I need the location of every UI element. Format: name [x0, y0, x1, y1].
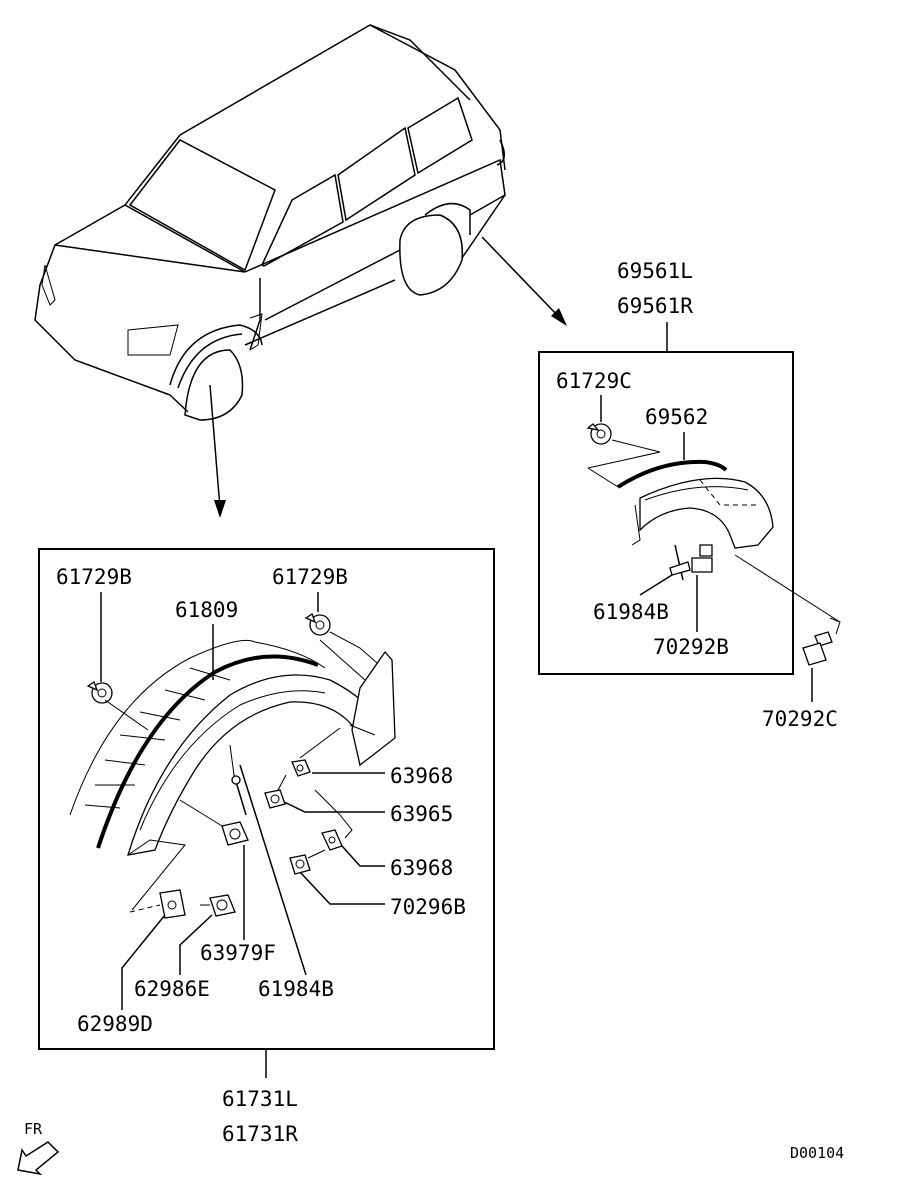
rear-assembly-group: 69561L 69561R 61729C 69562 61984B [538, 259, 794, 675]
diagram-code: D00104 [790, 1144, 844, 1162]
arrow-down-left-icon [17, 1141, 60, 1176]
label-70292c: 70292C [762, 707, 838, 731]
clip-61729c-icon [586, 423, 612, 445]
label-61729b-right: 61729B [272, 565, 348, 589]
clip-61729b-right-icon [304, 613, 331, 636]
label-63965: 63965 [390, 802, 453, 826]
label-61984b-front: 61984B [258, 977, 334, 1001]
tie-61984b-front-icon [229, 744, 247, 816]
screw-70292b-icon [691, 544, 713, 573]
label-70292b: 70292B [653, 635, 729, 659]
clip-63979f-icon [179, 799, 249, 846]
front-assembly-label-l: 61731L [222, 1087, 298, 1111]
direction-indicator: FR [17, 1120, 60, 1176]
label-61809: 61809 [175, 598, 238, 622]
retainer-63968-lower-icon [314, 789, 353, 851]
leader-arrows [209, 236, 567, 518]
retainer-63968-upper-icon [291, 727, 341, 777]
vehicle-illustration [34, 24, 506, 421]
rear-flare-icon [587, 439, 774, 549]
screw-70292c-icon [802, 631, 833, 666]
rear-assembly-box [538, 351, 794, 675]
label-61729b-left: 61729B [56, 565, 132, 589]
screw-62986e-icon [200, 894, 236, 917]
tie-61984b-rear-icon [669, 544, 691, 581]
label-63968-upper: 63968 [390, 764, 453, 788]
label-63968-lower: 63968 [390, 856, 453, 880]
clip-61729b-left-icon [86, 681, 113, 704]
label-63979f: 63979F [200, 941, 276, 965]
outer-screw-group: 70292C [734, 554, 841, 731]
front-assembly-group: 61729B 61729B 61809 [38, 548, 495, 1146]
bolt-70296b-icon [289, 849, 326, 875]
label-62986e: 62986E [134, 977, 210, 1001]
rear-assembly-label-l: 69561L [617, 259, 693, 283]
rear-assembly-label-r: 69561R [617, 294, 693, 318]
label-61729c: 61729C [556, 369, 632, 393]
grommet-63965-icon [264, 774, 287, 809]
front-flare-icon [69, 631, 396, 911]
label-61984b-rear: 61984B [593, 600, 669, 624]
label-62989d: 62989D [77, 1012, 153, 1036]
label-70296b: 70296B [390, 895, 466, 919]
label-69562: 69562 [645, 405, 708, 429]
nut-62989d-icon [129, 889, 186, 919]
direction-label: FR [24, 1120, 43, 1138]
front-assembly-label-r: 61731R [222, 1122, 298, 1146]
